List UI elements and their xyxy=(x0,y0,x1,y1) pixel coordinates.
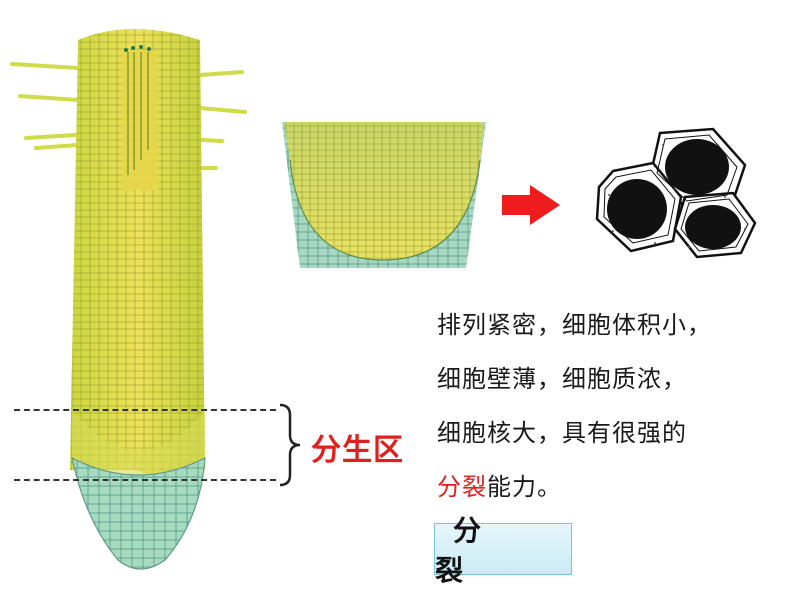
description-line-3: 细胞核大，具有很强的 xyxy=(437,419,687,447)
right-arrow-icon xyxy=(502,185,560,225)
description-line-4: 分裂能力。 xyxy=(437,472,562,502)
meristem-micrograph-icon xyxy=(282,122,486,268)
description-line-1: 排列紧密，细胞体积小， xyxy=(437,311,712,339)
meristem-zone-label: 分生区 xyxy=(311,433,404,468)
description-line-2: 细胞壁薄，细胞质浓， xyxy=(437,365,687,393)
brace-icon xyxy=(279,403,301,487)
division-button[interactable]: 分 裂 xyxy=(434,514,572,587)
description-line-4-rest: 能力。 xyxy=(487,473,562,501)
root-tip-micrograph-icon xyxy=(10,29,247,570)
zone-lower-boundary xyxy=(14,479,276,481)
zone-upper-boundary xyxy=(14,409,276,411)
meristem-cells-icon xyxy=(595,127,757,259)
division-highlight: 分裂 xyxy=(437,473,487,501)
